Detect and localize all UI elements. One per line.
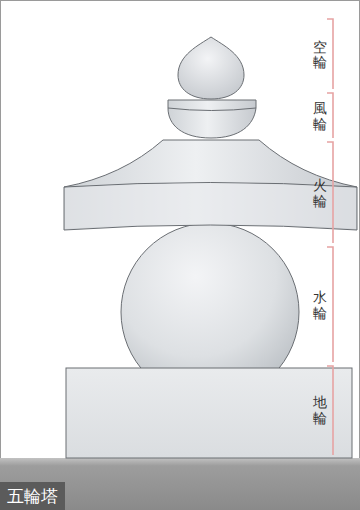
part-name: 火輪 [313, 178, 327, 209]
part-name: 風輪 [313, 101, 327, 132]
earth-ring [66, 368, 352, 458]
sky-ring [178, 37, 244, 99]
ground [0, 458, 360, 510]
part-name: 空輪 [313, 40, 327, 71]
wind-rim [168, 108, 256, 111]
fire-ring [64, 140, 357, 230]
part-name: 地輪 [313, 395, 327, 426]
part-name: 水輪 [313, 290, 327, 321]
bracket [327, 19, 333, 455]
wind-ring [168, 100, 256, 138]
roof-face [65, 184, 356, 230]
figure-caption: 五輪塔 [0, 482, 65, 510]
